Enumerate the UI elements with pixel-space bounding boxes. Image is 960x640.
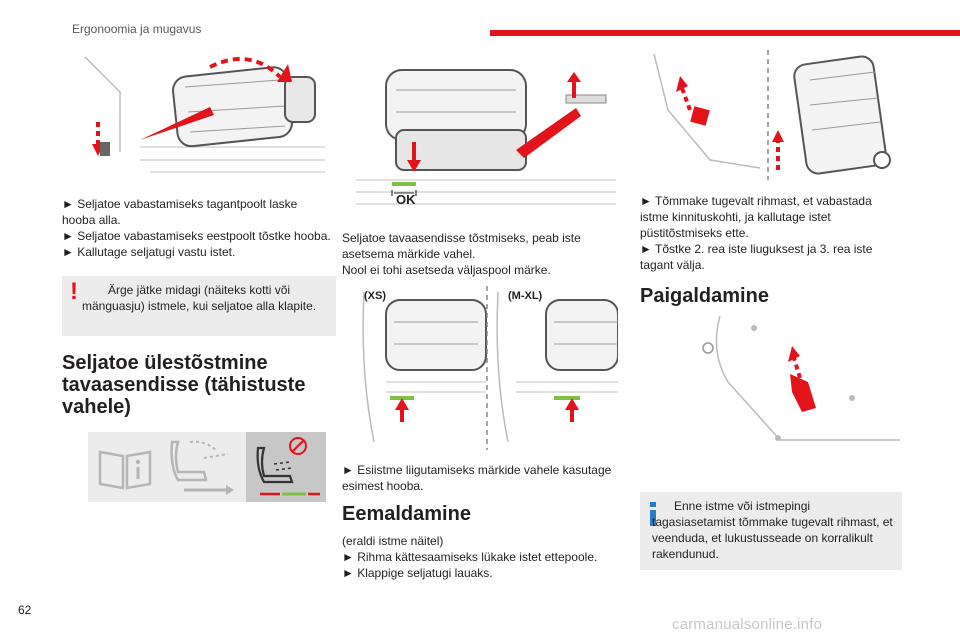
warning-exclamation-icon: ! xyxy=(70,278,78,305)
page-number: 62 xyxy=(18,603,32,617)
fold-step-2: ► Seljatoe vabastamiseks eestpoolt tõstk… xyxy=(62,229,331,243)
figure-seatback-fold xyxy=(80,52,330,182)
variant-label-mxl: (M-XL) xyxy=(508,290,543,302)
header-accent-bar xyxy=(490,30,960,36)
seat-recline-icon xyxy=(164,436,240,498)
info-text: Enne istme või istmepingi tagasiasetamis… xyxy=(652,499,893,561)
fold-step-1: ► Seljatoe vabastamiseks tagantpoolt las… xyxy=(62,197,298,227)
removal-step-2: ► Klappige seljatugi lauaks. xyxy=(342,566,493,580)
running-header: Ergonoomia ja mugavus xyxy=(72,22,202,36)
no-leaning-seat-icon xyxy=(246,432,326,502)
variant-label-xs: (XS) xyxy=(364,290,386,302)
fold-steps: ► Seljatoe vabastamiseks tagantpoolt las… xyxy=(62,196,332,260)
position-note-line-1: Seljatoe tavaasendisse tõstmiseks, peab … xyxy=(342,231,581,261)
position-note-line-2: Nool ei tohi asetseda väljaspool märke. xyxy=(342,263,551,277)
removal-steps: (eraldi istme näitel) ► Rihma kättesaami… xyxy=(342,533,622,581)
warning-box: ! Ärge jätke midagi (näiteks kotti või m… xyxy=(62,276,336,336)
section-heading-removal: Eemaldamine xyxy=(342,503,471,525)
figure-label-ok: OK xyxy=(396,192,416,207)
strap-step-1: ► Tõmmake tugevalt rihmast, et vabastada… xyxy=(640,194,872,240)
section-heading-raise: Seljatoe ülestõstmine tavaasendisse (täh… xyxy=(62,352,306,418)
strap-step-2: ► Tõstke 2. rea iste liuguksest ja 3. re… xyxy=(640,242,873,272)
figure-seat-variants: (XS) (M-XL) xyxy=(356,282,618,450)
strap-steps: ► Tõmmake tugevalt rihmast, et vabastada… xyxy=(640,193,902,273)
info-box: Enne istme või istmepingi tagasiasetamis… xyxy=(640,492,902,570)
removal-subtitle: (eraldi istme näitel) xyxy=(342,534,444,548)
figure-seat-position-ok: OK xyxy=(356,50,616,215)
watermark: carmanualsonline.info xyxy=(672,616,823,633)
position-note: Seljatoe tavaasendisse tõstmiseks, peab … xyxy=(342,230,614,278)
fold-step-3: ► Kallutage seljatugi vastu istet. xyxy=(62,245,236,259)
warning-text: Ärge jätke midagi (näiteks kotti või män… xyxy=(82,283,317,313)
figure-install-latch xyxy=(650,312,900,452)
icon-strip xyxy=(88,432,326,502)
front-lever-step: ► Esiistme liigutamiseks märkide vahele … xyxy=(342,463,612,493)
manual-book-icon xyxy=(92,438,158,496)
removal-step-1: ► Rihma kättesaamiseks lükake istet ette… xyxy=(342,550,598,564)
info-icon xyxy=(650,502,656,526)
section-heading-install: Paigaldamine xyxy=(640,285,769,307)
figure-strap-release xyxy=(650,50,900,180)
